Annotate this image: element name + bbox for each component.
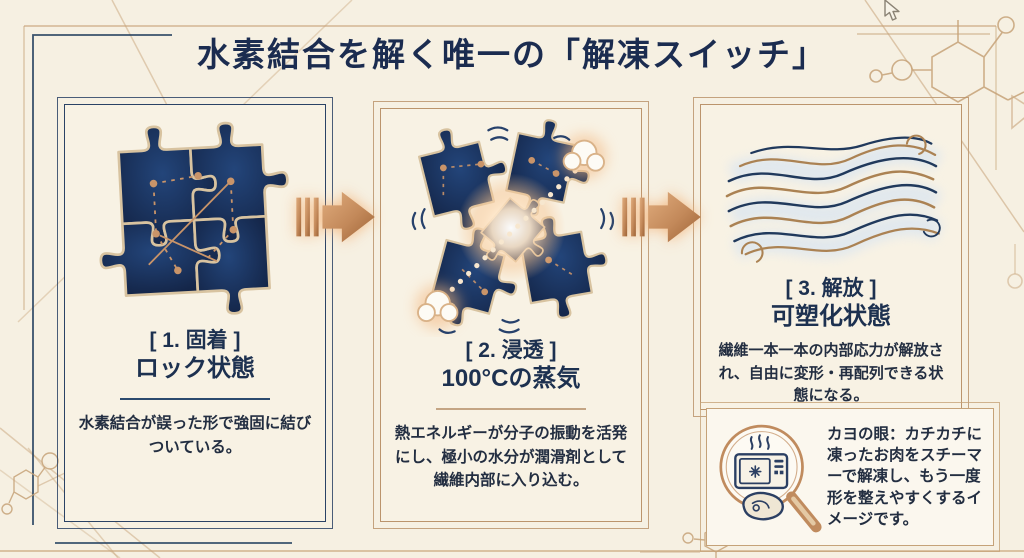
divider [120, 398, 270, 401]
magnifier-microwave-icon [719, 424, 822, 533]
step-2-label: [ 2. 浸透 ] [465, 339, 557, 362]
step-2-heading: 100°Cの蒸気 [441, 365, 581, 393]
mouse-cursor-icon [884, 0, 900, 21]
step-3-heading: 可塑化状態 [771, 303, 891, 331]
arrow-right-icon [622, 186, 704, 253]
arrow-right-icon [296, 186, 378, 253]
divider [436, 408, 586, 411]
relaxed-fibers-icon [725, 134, 944, 263]
page-title: 水素結合を解く唯一の「解凍スイッチ」 [197, 38, 827, 74]
steak-icon [742, 491, 784, 521]
steam-burst-puzzle-icon [411, 119, 617, 337]
callout-note-text: カヨの眼：カチカチに凍ったお肉をスチーマーで解凍し、もう一度形を整えやすくするイ… [827, 425, 983, 529]
step-1-description: 水素結合が誤った形で強固に結びついている。 [78, 415, 312, 456]
step-1-label: [ 1. 固着 ] [149, 329, 241, 352]
steam-cloud-icon [415, 134, 607, 330]
step-3-label: [ 3. 解放 ] [785, 277, 877, 300]
step-panel-3-released: [ 3. 解放 ] 可塑化状態 繊維一本一本の内部応力が解放され、自由に変形・再… [693, 97, 969, 417]
microwave-icon [734, 453, 789, 490]
step-panel-1-locked: [ 1. 固着 ] ロック状態 水素結合が誤った形で強固に結びついている。 [57, 97, 333, 529]
locked-puzzle-icon [99, 121, 289, 315]
step-panel-2-steam: [ 2. 浸透 ] 100°Cの蒸気 熱エネルギーが分子の振動を活発にし、極小の… [373, 101, 649, 529]
step-3-description: 繊維一本一本の内部応力が解放され、自由に変形・再配列できる状態になる。 [718, 342, 944, 405]
step-1-heading: ロック状態 [135, 355, 255, 383]
kayo-note-callout: カヨの眼：カチカチに凍ったお肉をスチーマーで解凍し、もう一度形を整えやすくするイ… [700, 402, 1000, 552]
step-2-description: 熱エネルギーが分子の振動を活発にし、極小の水分が潤滑剤として繊維内部に入り込む。 [394, 425, 628, 489]
